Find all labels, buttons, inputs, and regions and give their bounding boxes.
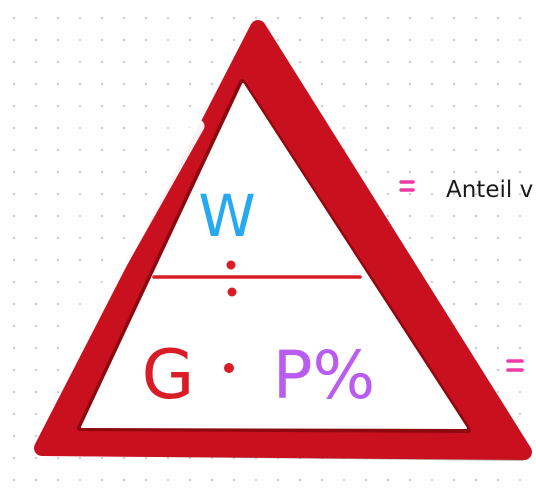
division-dot-top	[226, 260, 236, 270]
triangle-inner	[81, 83, 467, 429]
w-label: W	[198, 182, 255, 250]
division-dot-bottom	[227, 287, 237, 297]
equals-sign-1	[399, 180, 415, 192]
multiply-dot	[224, 363, 234, 373]
p-percent-label: P%	[273, 337, 376, 414]
triangle-highlight	[67, 119, 205, 353]
side-text-anteil: Anteil v	[446, 177, 533, 203]
g-label: G	[142, 336, 195, 415]
equals-sign-2	[506, 359, 524, 372]
